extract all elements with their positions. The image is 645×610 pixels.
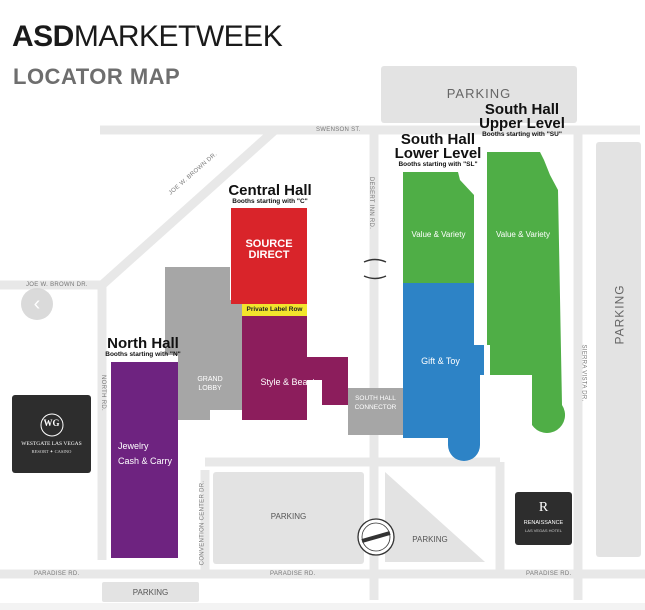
north-road-label: NORTH RD. <box>99 375 106 411</box>
westgate-emblem-icon <box>40 413 64 437</box>
parking-lower-right-label: PARKING <box>412 535 448 544</box>
previous-button[interactable]: ‹ <box>21 288 53 320</box>
south-upper-title-2: Upper Level <box>479 115 565 132</box>
south-hall-connector-shape <box>348 388 403 435</box>
road-network <box>0 125 645 600</box>
grand-lobby-line2: LOBBY <box>198 385 222 392</box>
value-variety-lower-label: Value & Variety <box>411 230 466 239</box>
westgate-subtitle: RESORT ✦ CASINO <box>31 449 72 454</box>
style-beauty-label: Style & Beauty <box>260 377 320 387</box>
connector-line1: SOUTH HALL <box>355 395 396 402</box>
north-hall-shape <box>111 362 178 558</box>
paradise-road-label-3: PARADISE RD. <box>526 571 572 577</box>
parking-bottom-lot <box>102 582 199 602</box>
parking-lower-right-lot <box>385 472 485 562</box>
south-upper-booths: Booths starting with "SU" <box>482 131 562 138</box>
convention-center-road-label: CONVENTION CENTER DR. <box>199 480 206 566</box>
renaissance-name: RENAISSANCE <box>523 520 564 526</box>
parking-bottom-label: PARKING <box>132 588 169 597</box>
value-variety-upper-label: Value & Variety <box>496 230 550 239</box>
page-title: LOCATOR MAP <box>13 64 181 89</box>
parking-right-lot <box>596 142 641 557</box>
grand-lobby-shape <box>165 267 242 420</box>
south-lower-green-shape <box>403 172 474 283</box>
source-direct-logo: SOURCE DIRECT <box>231 239 307 261</box>
parking-top-label: PARKING <box>446 86 512 101</box>
joe-w-brown-label: JOE W. BROWN DR. <box>26 282 88 288</box>
joe-w-brown-diagonal-road <box>98 126 279 289</box>
south-lower-booths: Booths starting with "SL" <box>398 161 478 168</box>
footer-strip <box>0 603 645 610</box>
private-label-row-label: Private Label Row <box>246 306 303 313</box>
paradise-road-label-2: PARADISE RD. <box>270 571 316 577</box>
source-direct-line2: DIRECT <box>248 249 290 261</box>
swenson-road-label: SWENSON ST. <box>316 127 361 133</box>
south-upper-green-shape <box>487 152 566 434</box>
grand-lobby-line1: GRAND <box>197 376 223 383</box>
central-hall-shape <box>231 208 307 304</box>
style-beauty-shape <box>242 316 348 420</box>
parking-right-label: PARKING <box>612 284 627 345</box>
south-hall-connector-label: SOUTH HALL CONNECTOR <box>348 394 403 412</box>
renaissance-box <box>515 492 572 545</box>
brand-logo: ASDMARKETWEEK <box>12 20 283 53</box>
north-hall-booths: Booths starting with "N" <box>105 351 181 358</box>
parking-center-lot <box>213 472 364 564</box>
westgate-logo-text: WG <box>43 418 60 428</box>
desert-inn-road-label: DESERT INN RD. <box>368 176 375 230</box>
connector-line2: CONNECTOR <box>354 404 397 411</box>
brand-light: MARKETWEEK <box>73 20 283 53</box>
north-hall-title: North Hall <box>107 335 179 352</box>
private-label-row-shape <box>242 304 307 316</box>
westgate-box <box>12 395 91 473</box>
paradise-road-label-1: PARADISE RD. <box>34 571 80 577</box>
las-vegas-sign-icon <box>357 518 395 556</box>
source-direct-line1: SOURCE <box>245 238 293 250</box>
chevron-left-icon: ‹ <box>33 292 41 315</box>
renaissance-subtitle: LAS VEGAS HOTEL <box>525 528 562 533</box>
parking-top-lot <box>381 66 577 123</box>
sierra-vista-road-label: SIERRA VISTA DR. <box>580 344 587 402</box>
south-lower-title-1: South Hall <box>400 131 476 148</box>
cash-carry-label: Cash & Carry <box>118 456 173 466</box>
renaissance-logo-text: R <box>538 500 549 515</box>
westgate-name: WESTGATE LAS VEGAS <box>21 441 82 447</box>
parking-center-label: PARKING <box>270 512 307 521</box>
gift-toy-label: Gift & Toy <box>421 356 460 366</box>
gift-toy-shape <box>403 283 484 461</box>
south-upper-title-1: South Hall <box>484 101 560 118</box>
jewelry-label: Jewelry <box>118 441 149 451</box>
brand-bold: ASD <box>12 20 74 53</box>
central-hall-title: Central Hall <box>228 182 312 199</box>
south-lower-title-2: Lower Level <box>394 145 482 162</box>
central-hall-booths: Booths starting with "C" <box>232 198 308 205</box>
bridge-icon <box>363 258 387 280</box>
grand-lobby-label: GRAND LOBBY <box>180 375 240 393</box>
